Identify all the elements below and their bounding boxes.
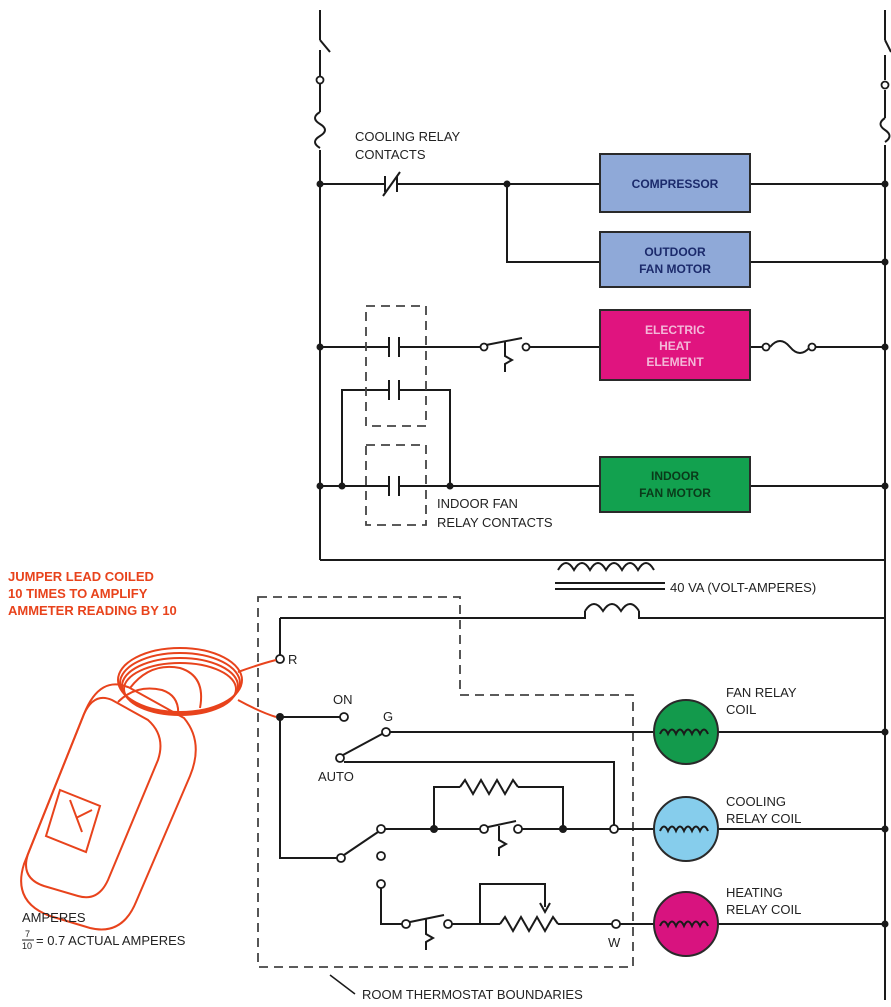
switch-auto-label: AUTO <box>318 769 354 784</box>
thermostat-boundaries-label: ROOM THERMOSTAT BOUNDARIES <box>362 987 583 1002</box>
clamp-ammeter: JUMPER LEAD COILED 10 TIMES TO AMPLIFY A… <box>8 569 277 931</box>
svg-text:OUTDOOR: OUTDOOR <box>644 245 706 259</box>
actual-amperes-label: = 0.7 ACTUAL AMPERES <box>36 933 186 948</box>
cooling-relay-coil <box>653 796 719 862</box>
transformer: 40 VA (VOLT-AMPERES) <box>280 562 885 619</box>
fraction-numerator: 7 <box>25 929 30 939</box>
jumper-label-1: JUMPER LEAD COILED <box>8 569 154 584</box>
terminal-r-label: R <box>288 652 297 667</box>
heating-relay-coil-label-2: RELAY COIL <box>726 902 801 917</box>
svg-text:ELEMENT: ELEMENT <box>646 355 704 369</box>
indoor-fan-motor-box: INDOOR FAN MOTOR <box>599 456 751 513</box>
svg-text:FAN MOTOR: FAN MOTOR <box>639 262 711 276</box>
outdoor-fan-motor-box: OUTDOOR FAN MOTOR <box>599 231 751 288</box>
svg-text:INDOOR: INDOOR <box>651 469 699 483</box>
terminal-w-label: W <box>608 935 621 950</box>
cooling-relay-coil-label-2: RELAY COIL <box>726 811 801 826</box>
switch-on-label: ON <box>333 692 353 707</box>
thermostat-circuit: R ON G AUTO <box>257 596 889 968</box>
line-voltage-circuit <box>314 10 891 1000</box>
amperes-label: AMPERES <box>22 910 86 925</box>
fraction-denominator: 10 <box>22 941 32 951</box>
svg-text:COMPRESSOR: COMPRESSOR <box>632 177 719 191</box>
jumper-label-2: 10 TIMES TO AMPLIFY <box>8 586 148 601</box>
cooling-relay-coil-label: COOLING <box>726 794 786 809</box>
cooling-relay-contacts-label-2: CONTACTS <box>355 147 426 162</box>
heating-relay-coil-label: HEATING <box>726 885 783 900</box>
jumper-label-3: AMMETER READING BY 10 <box>8 603 177 618</box>
fan-relay-coil-label-2: COIL <box>726 702 756 717</box>
electric-heat-element-box: ELECTRIC HEAT ELEMENT <box>599 309 751 381</box>
svg-text:HEAT: HEAT <box>659 339 691 353</box>
compressor-box: COMPRESSOR <box>599 153 751 213</box>
fan-relay-coil <box>653 699 719 765</box>
svg-text:FAN MOTOR: FAN MOTOR <box>639 486 711 500</box>
terminal-g-label: G <box>383 709 393 724</box>
indoor-fan-relay-contacts-label-2: RELAY CONTACTS <box>437 515 553 530</box>
fan-relay-coil-label: FAN RELAY <box>726 685 797 700</box>
indoor-fan-relay-contacts-label: INDOOR FAN <box>437 496 518 511</box>
svg-text:ELECTRIC: ELECTRIC <box>645 323 705 337</box>
transformer-label: 40 VA (VOLT-AMPERES) <box>670 580 816 595</box>
heating-relay-coil <box>653 891 719 957</box>
cooling-relay-contacts-label: COOLING RELAY <box>355 129 461 144</box>
